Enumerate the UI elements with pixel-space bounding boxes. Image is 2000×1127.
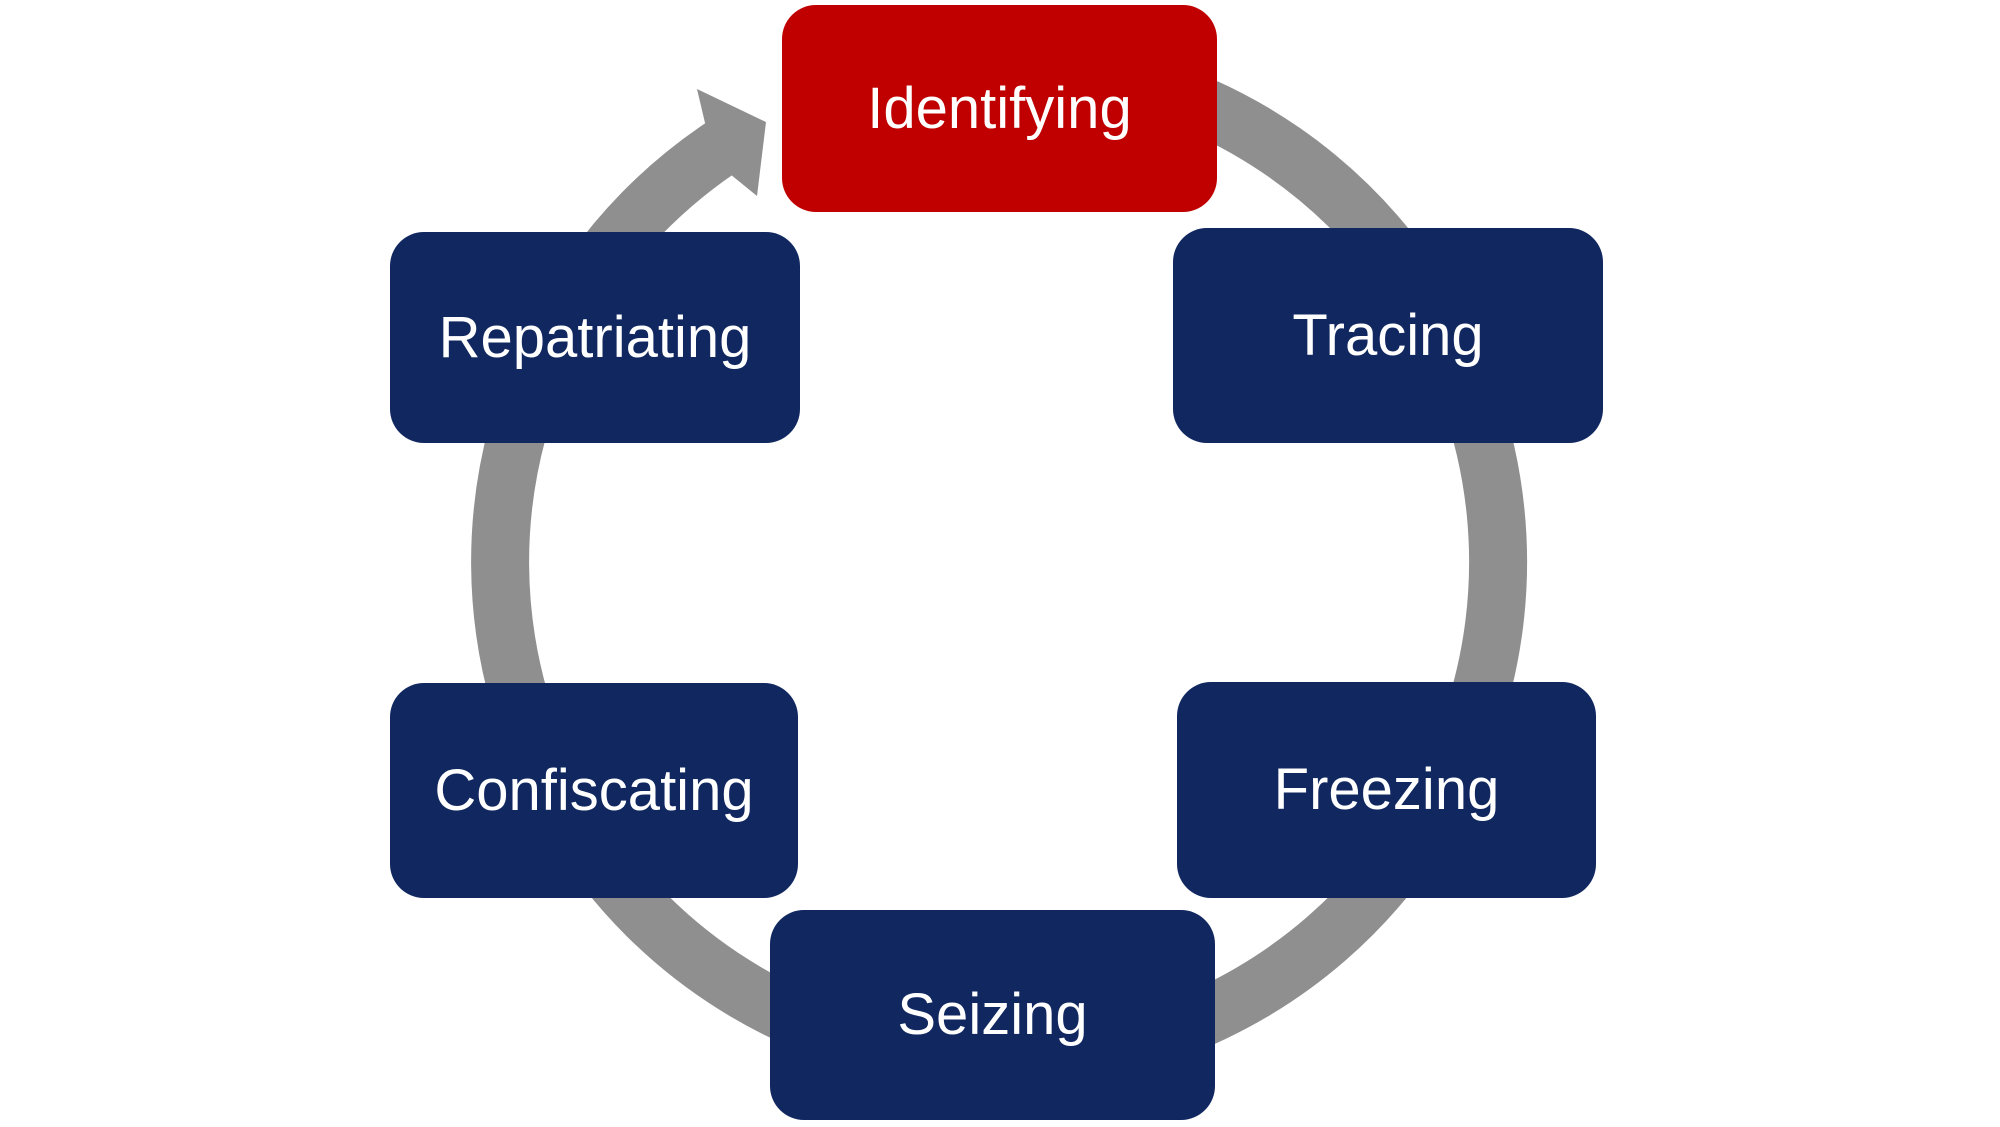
step-identifying: Identifying: [782, 5, 1217, 212]
step-confiscating: Confiscating: [390, 683, 798, 898]
step-freezing-label: Freezing: [1273, 757, 1500, 822]
step-seizing: Seizing: [770, 910, 1215, 1120]
arrow-head-icon: [697, 89, 766, 196]
step-repatriating: Repatriating: [390, 232, 800, 443]
step-tracing-label: Tracing: [1292, 302, 1484, 368]
step-identifying-label: Identifying: [867, 75, 1132, 141]
step-repatriating-label: Repatriating: [438, 304, 752, 370]
step-tracing: Tracing: [1173, 228, 1603, 443]
step-seizing-label: Seizing: [897, 982, 1088, 1047]
step-confiscating-label: Confiscating: [434, 757, 754, 823]
step-freezing: Freezing: [1177, 682, 1596, 898]
